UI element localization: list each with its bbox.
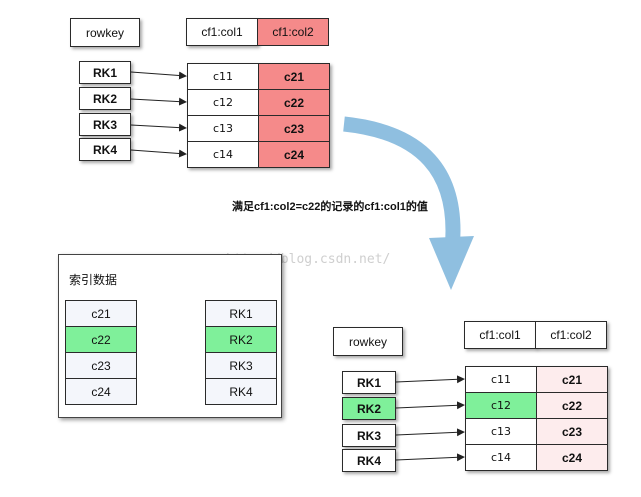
bottom-cell-c22: c22 [536, 392, 608, 419]
index-rowkey-rk2: RK2 [205, 326, 277, 353]
flow-arrow-shaft [343, 116, 461, 251]
flow-arrow-head [429, 236, 474, 290]
bottom-rowkey-rk1: RK1 [342, 371, 396, 394]
bottom-col1-header: cf1:col1 [464, 321, 536, 349]
bottom-rowkey-rk3: RK3 [342, 424, 396, 447]
bottom-cell-c13: c13 [465, 418, 537, 445]
bottom-rowkey-rk2: RK2 [342, 397, 396, 420]
bottom-cell-c11: c11 [465, 366, 537, 393]
top-cell-c14: c14 [187, 141, 259, 168]
top-col1-header: cf1:col1 [186, 18, 258, 46]
bottom-rowkey-header: rowkey [333, 327, 403, 356]
bottom-arrow-rk1 [395, 375, 465, 384]
top-arrow-rk4 [130, 149, 187, 158]
top-rowkey-rk2: RK2 [79, 87, 131, 110]
index-rowkey-rk3: RK3 [205, 352, 277, 379]
top-rowkey-rk4: RK4 [79, 138, 131, 161]
bottom-arrow-rk3 [395, 428, 465, 437]
top-arrow-rk2 [130, 97, 187, 106]
index-key-c22: c22 [65, 326, 137, 353]
top-rowkey-header: rowkey [70, 18, 140, 47]
top-cell-c24: c24 [258, 141, 330, 168]
bottom-rowkey-rk4: RK4 [342, 449, 396, 472]
index-key-c23: c23 [65, 352, 137, 379]
top-rowkey-rk1: RK1 [79, 61, 131, 84]
index-rowkey-column: RK1 RK2 RK3 RK4 [205, 300, 277, 406]
bottom-data-table: c11 c12 c13 c14 c21 c22 c23 c24 [465, 366, 608, 471]
top-arrow-rk3 [130, 123, 187, 132]
index-key-column: c21 c22 c23 c24 [65, 300, 137, 406]
top-col2-header: cf1:col2 [257, 18, 329, 46]
top-cell-c12: c12 [187, 89, 259, 116]
bottom-cell-c14: c14 [465, 444, 537, 471]
index-title: 索引数据 [69, 273, 118, 287]
top-cell-c11: c11 [187, 63, 259, 90]
bottom-col2-header: cf1:col2 [535, 321, 607, 349]
index-key-c21: c21 [65, 300, 137, 327]
top-data-table: c11 c12 c13 c14 c21 c22 c23 c24 [187, 63, 330, 168]
top-arrow-rk1 [130, 71, 187, 80]
index-rowkey-rk1: RK1 [205, 300, 277, 327]
index-key-c24: c24 [65, 378, 137, 405]
bottom-cell-c12: c12 [465, 392, 537, 419]
bottom-cell-c23: c23 [536, 418, 608, 445]
query-caption: 满足cf1:col2=c22的记录的cf1:col1的值 [232, 201, 428, 213]
top-rowkey-rk3: RK3 [79, 113, 131, 136]
index-rowkey-rk4: RK4 [205, 378, 277, 405]
top-cell-c21: c21 [258, 63, 330, 90]
bottom-arrow-rk2 [395, 401, 465, 410]
bottom-cell-c24: c24 [536, 444, 608, 471]
top-cell-c23: c23 [258, 115, 330, 142]
bottom-arrow-rk4 [395, 453, 465, 462]
top-cell-c13: c13 [187, 115, 259, 142]
bottom-cell-c21: c21 [536, 366, 608, 393]
top-cell-c22: c22 [258, 89, 330, 116]
